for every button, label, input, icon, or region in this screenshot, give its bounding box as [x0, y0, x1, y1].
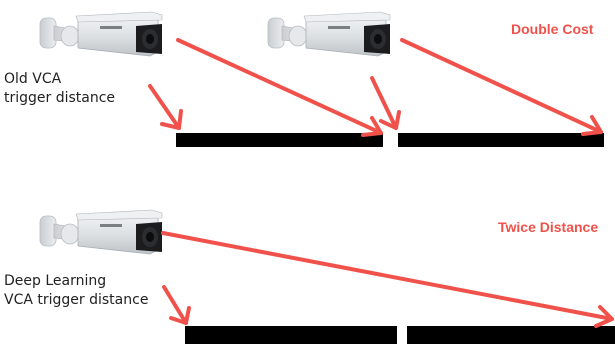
deep-learning-label: Deep Learning VCA trigger distance	[4, 272, 148, 310]
double-cost-tag: Double Cost	[511, 21, 593, 37]
detection-zone-bar	[176, 133, 383, 147]
arrow-icon	[402, 40, 601, 134]
deep-learning-label-line1: Deep Learning	[4, 272, 148, 291]
old-vca-label-line2: trigger distance	[4, 89, 115, 108]
arrow-icon	[372, 78, 399, 128]
old-vca-label: Old VCA trigger distance	[4, 70, 115, 108]
thermal-camera-icon	[40, 210, 162, 254]
detection-zone-bar	[185, 326, 397, 344]
arrow-icon	[163, 233, 612, 326]
arrow-icon	[150, 86, 181, 128]
old-vca-label-line1: Old VCA	[4, 70, 115, 89]
deep-learning-label-line2: VCA trigger distance	[4, 291, 148, 310]
arrow-icon	[164, 287, 189, 323]
twice-distance-tag: Twice Distance	[498, 219, 598, 235]
detection-zone-bar	[407, 326, 615, 344]
thermal-camera-icon	[268, 12, 390, 56]
arrow-icon	[178, 40, 381, 135]
thermal-camera-icon	[40, 12, 162, 56]
detection-zone-bar	[398, 133, 604, 147]
